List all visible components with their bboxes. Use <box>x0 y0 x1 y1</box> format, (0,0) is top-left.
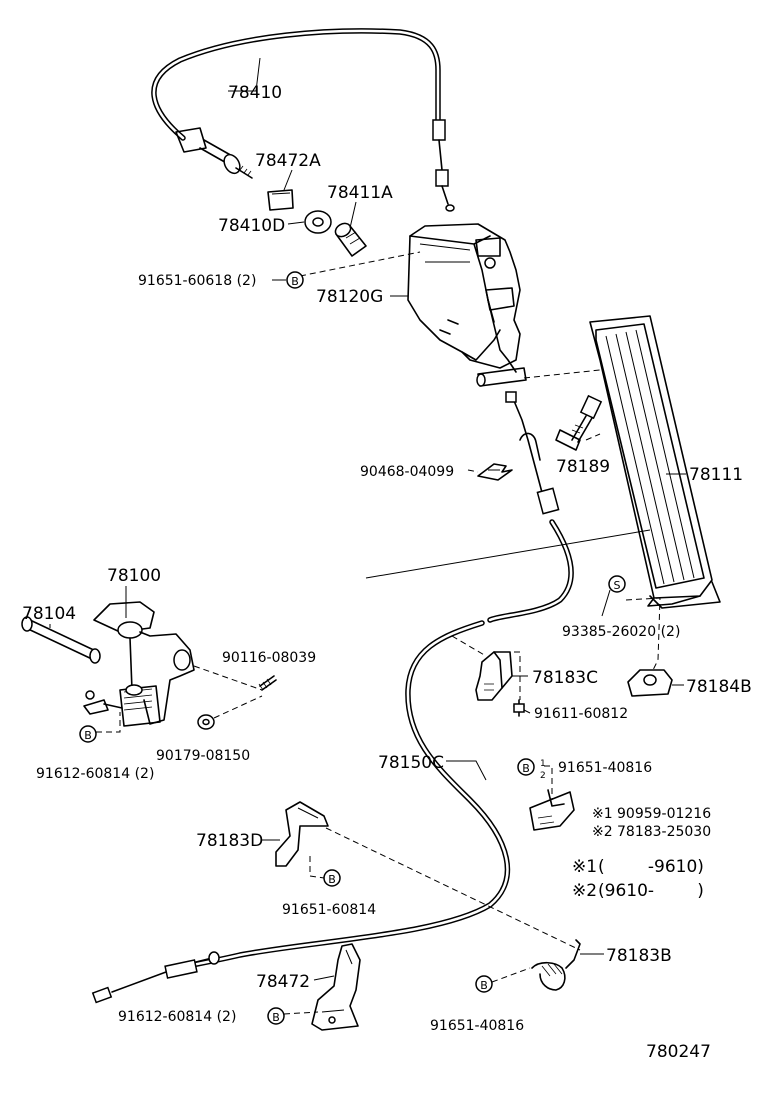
label-91651-40816-a: 91651-40816 <box>558 760 652 776</box>
bracket-78184B <box>627 669 673 697</box>
bracket-90959 <box>529 789 575 831</box>
leader-78410D <box>287 221 305 225</box>
illustration-code: 780247 <box>646 1042 711 1062</box>
note-2-text: (9610- ) <box>598 881 704 901</box>
rod-78104 <box>21 616 101 664</box>
leader-78411A <box>349 201 357 229</box>
label-78183C: 78183C <box>532 668 598 688</box>
label-78100: 78100 <box>107 566 161 586</box>
note-2-mark: ※2 <box>572 881 597 901</box>
callout-b-91651-40816-b: B <box>475 975 493 993</box>
label-78183-25030: 78183-25030 <box>617 824 711 840</box>
floor-line <box>365 529 651 579</box>
grommet-78410D <box>304 210 332 234</box>
mark-1-sub: 1 <box>540 759 546 769</box>
leader-dash-90179 <box>213 695 263 719</box>
label-91651-60618: 91651-60618 (2) <box>138 273 256 289</box>
leader-dash-93385 <box>625 597 661 673</box>
label-90116: 90116-08039 <box>222 650 316 666</box>
leader-dash-78183B <box>491 967 531 983</box>
leader-dash-78183D <box>309 827 581 951</box>
label-78104: 78104 <box>22 604 76 624</box>
spring-78183B <box>531 939 581 991</box>
svg-text:B: B <box>291 275 299 288</box>
callout-b-60618: B <box>286 271 304 289</box>
callout-b-91651-60814: B <box>323 869 341 887</box>
spring-90116 <box>258 675 277 691</box>
pedal-pad-78111 <box>589 315 721 609</box>
leader-dash-78183C <box>451 635 521 700</box>
nut-90179 <box>197 714 215 730</box>
label-78472A: 78472A <box>255 151 321 171</box>
label-78111: 78111 <box>689 465 743 485</box>
label-91651-60814: 91651-60814 <box>282 902 376 918</box>
leader-78150C <box>446 760 487 781</box>
leader-91611 <box>523 709 531 714</box>
leader-dash-91651-40816 <box>544 765 553 800</box>
label-91612-60814-a: 91612-60814 (2) <box>36 766 154 782</box>
label-78120G: 78120G <box>316 287 383 307</box>
leader-dash-90468 <box>467 469 479 473</box>
bracket-78183D <box>275 801 329 867</box>
stopper-bolt-78189 <box>555 394 603 451</box>
callout-b-91651-40816-a: B <box>517 758 535 776</box>
leader-78472A <box>283 169 293 191</box>
leader-dash-91612-b <box>283 1011 319 1015</box>
label-78189: 78189 <box>556 457 610 477</box>
pedal-bracket-78120G <box>407 223 527 387</box>
svg-text:S: S <box>614 579 621 592</box>
accelerator-cable-78150C <box>91 391 574 1004</box>
clip-90468 <box>477 463 513 481</box>
label-90468: 90468-04099 <box>360 464 454 480</box>
label-91612-60814-b: 91612-60814 (2) <box>118 1009 236 1025</box>
label-78410D: 78410D <box>218 216 285 236</box>
label-78472: 78472 <box>256 972 310 992</box>
svg-text:B: B <box>84 729 92 742</box>
bushing-78411A <box>334 222 367 257</box>
mark-1-90959: ※1 <box>592 806 613 822</box>
throttle-cable-upper <box>151 28 455 212</box>
svg-text:B: B <box>328 873 336 886</box>
label-78184B: 78184B <box>686 677 752 697</box>
bracket-78472 <box>311 943 361 1031</box>
label-78183B: 78183B <box>606 946 672 966</box>
leader-dash-91612-a <box>96 712 121 733</box>
callout-b-91612-b: B <box>267 1007 285 1025</box>
label-93385: 93385-26020 (2) <box>562 624 680 640</box>
label-91651-40816-b: 91651-40816 <box>430 1018 524 1034</box>
leader-93385 <box>601 589 611 617</box>
leader-dash-90116 <box>193 665 263 691</box>
leader-78410 <box>228 57 261 92</box>
svg-text:B: B <box>480 979 488 992</box>
svg-text:B: B <box>522 762 530 775</box>
callout-s-93385: S <box>608 575 626 593</box>
label-78411A: 78411A <box>327 183 393 203</box>
label-91611: 91611-60812 <box>534 706 628 722</box>
label-90179: 90179-08150 <box>156 748 250 764</box>
label-78150C: 78150C <box>378 753 444 773</box>
callout-b-91612-a: B <box>79 725 97 743</box>
label-78183D: 78183D <box>196 831 263 851</box>
leader-78472 <box>313 975 335 981</box>
label-78410: 78410 <box>228 83 282 103</box>
note-1-text: ( -9610) <box>598 857 704 877</box>
leader-dash-60618 <box>299 251 421 277</box>
leader-dash-pedal <box>523 369 601 379</box>
svg-text:B: B <box>272 1011 280 1024</box>
note-1-mark: ※1 <box>572 857 597 877</box>
bracket-78183C <box>475 651 513 701</box>
mark-2-78183: ※2 <box>592 824 613 840</box>
mark-2-sub: 2 <box>540 771 546 781</box>
leader-dash-78189 <box>585 433 601 441</box>
screw-91611 <box>513 699 525 717</box>
clip-78472A <box>267 189 294 211</box>
label-90959: 90959-01216 <box>617 806 711 822</box>
linkage-assembly-78100 <box>83 601 195 727</box>
